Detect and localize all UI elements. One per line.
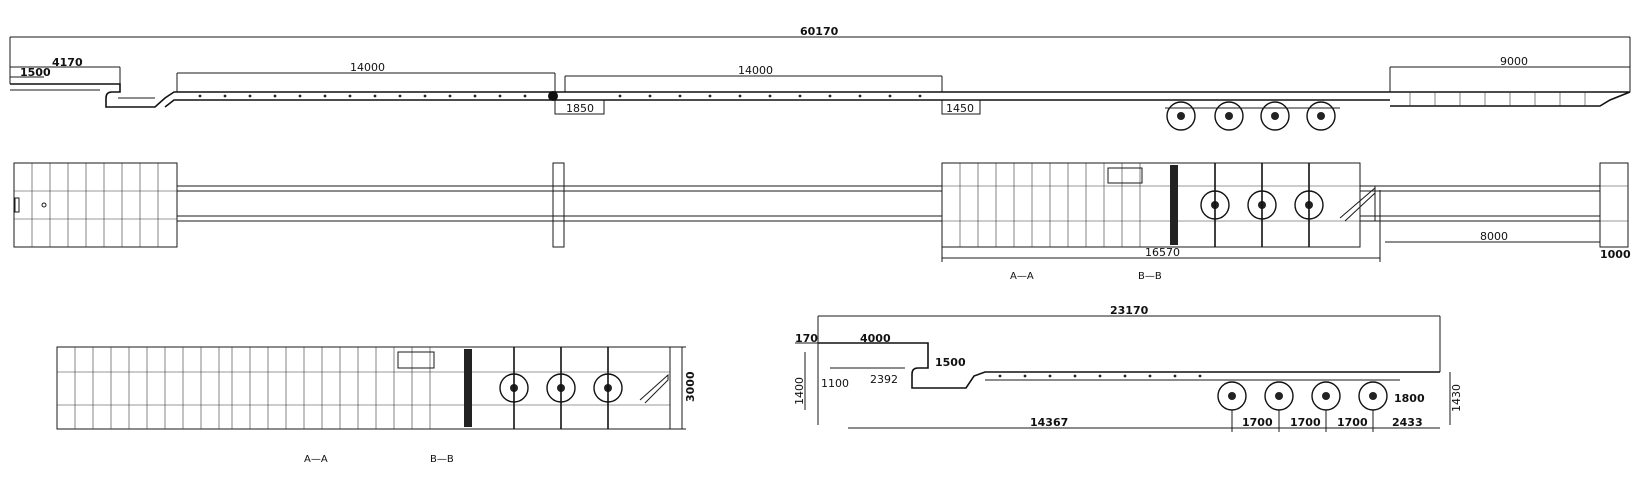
retracted-side-view: 23170 170 4000 1500 1400 1100 2392 1800 … — [793, 304, 1463, 432]
retracted-platform-grid — [57, 347, 670, 429]
rear-end-plate-top — [1599, 162, 1629, 248]
retracted-width-label: 3000 — [684, 371, 697, 402]
neck-step-label: 1500 — [935, 356, 966, 369]
dim-rear-section: 9000 — [1389, 55, 1630, 92]
dim-gooseneck: 4170 1500 — [10, 56, 121, 84]
rear-section-ribs — [1409, 92, 1586, 106]
neck-height-label: 1400 — [793, 377, 806, 405]
axle-spacing-2-label: 1700 — [1290, 416, 1321, 429]
gooseneck-length-label: 4170 — [52, 56, 83, 69]
retracted-deck-holes — [998, 374, 1202, 378]
gooseneck-platform-grid — [14, 163, 177, 247]
joint-2-box — [941, 99, 981, 115]
retracted-axles — [464, 347, 623, 429]
bogie-platform-top — [941, 162, 1361, 248]
joint-1-box — [554, 99, 605, 115]
dim-retracted-overall: 23170 — [817, 304, 1441, 372]
gooseneck-platform-top — [13, 162, 178, 248]
joint-2-label: 1450 — [946, 102, 974, 115]
main-beams-top — [177, 185, 942, 222]
retracted-wheels — [1217, 381, 1388, 411]
retracted-overall-label: 23170 — [1110, 304, 1149, 317]
dim-deck-section-1: 14000 — [176, 61, 556, 92]
rear-extension-label: 8000 — [1480, 230, 1508, 243]
axle-group-side — [1165, 101, 1340, 131]
bogie-length-label: 16570 — [1145, 246, 1180, 259]
neck-length-label: 4000 — [860, 332, 891, 345]
rear-step-label: 1800 — [1394, 392, 1425, 405]
retracted-neck-profile — [818, 342, 1440, 389]
retracted-section-a-label: A—A — [304, 454, 328, 465]
deck-length-label: 14367 — [1030, 416, 1068, 429]
dim-retracted-bottom: 14367 1700 1700 1700 2433 — [848, 410, 1440, 432]
axle-group-top — [1170, 163, 1324, 247]
retracted-section-b-label: B—B — [430, 454, 454, 465]
axle-spacing-1-label: 1700 — [1242, 416, 1273, 429]
kingpin-offset-label: 2392 — [870, 373, 898, 386]
section-b-label: B—B — [1138, 271, 1162, 282]
dim-overall-length: 60170 — [9, 25, 1631, 92]
dim-deck-section-2: 14000 — [564, 64, 943, 92]
rear-width-label: 1000 — [1600, 248, 1631, 261]
nameplate-box — [1107, 167, 1143, 184]
rear-section-profile — [1360, 91, 1631, 107]
axle-spacing-3-label: 1700 — [1337, 416, 1368, 429]
top-view: 16570 8000 1000 A—A B—B — [13, 162, 1631, 282]
gooseneck-profile — [10, 83, 556, 108]
rear-overhang-label: 2433 — [1392, 416, 1423, 429]
side-view: 60170 4170 1500 14000 14000 1850 — [9, 25, 1631, 131]
deck-section-2-label: 14000 — [738, 64, 773, 77]
front-axle-icon — [464, 349, 472, 427]
joint-1-label: 1850 — [566, 102, 594, 115]
retracted-platform-outline — [56, 346, 671, 430]
dim-bogie-length: 16570 — [941, 190, 1381, 262]
gooseneck-front-label: 1500 — [20, 66, 51, 79]
bogie-platform-grid — [942, 163, 1360, 247]
rear-height-label: 1430 — [1450, 384, 1463, 412]
front-overhang-label: 170 — [795, 332, 818, 345]
joint-plate-top — [552, 162, 565, 248]
kingpin-height-label: 1100 — [821, 377, 849, 390]
overall-length-label: 60170 — [800, 25, 839, 38]
deck-section-1-label: 14000 — [350, 61, 385, 74]
section-a-label: A—A — [1010, 271, 1034, 282]
deck-holes-side — [198, 94, 922, 98]
dim-rear-extension: 8000 — [1385, 230, 1600, 243]
retracted-top-view: 3000 A—A B—B — [56, 346, 697, 465]
rear-section-label: 9000 — [1500, 55, 1528, 68]
front-axle-icon — [1170, 165, 1178, 245]
kingpin-joint-icon — [548, 91, 558, 101]
retracted-nameplate-box — [397, 351, 435, 369]
